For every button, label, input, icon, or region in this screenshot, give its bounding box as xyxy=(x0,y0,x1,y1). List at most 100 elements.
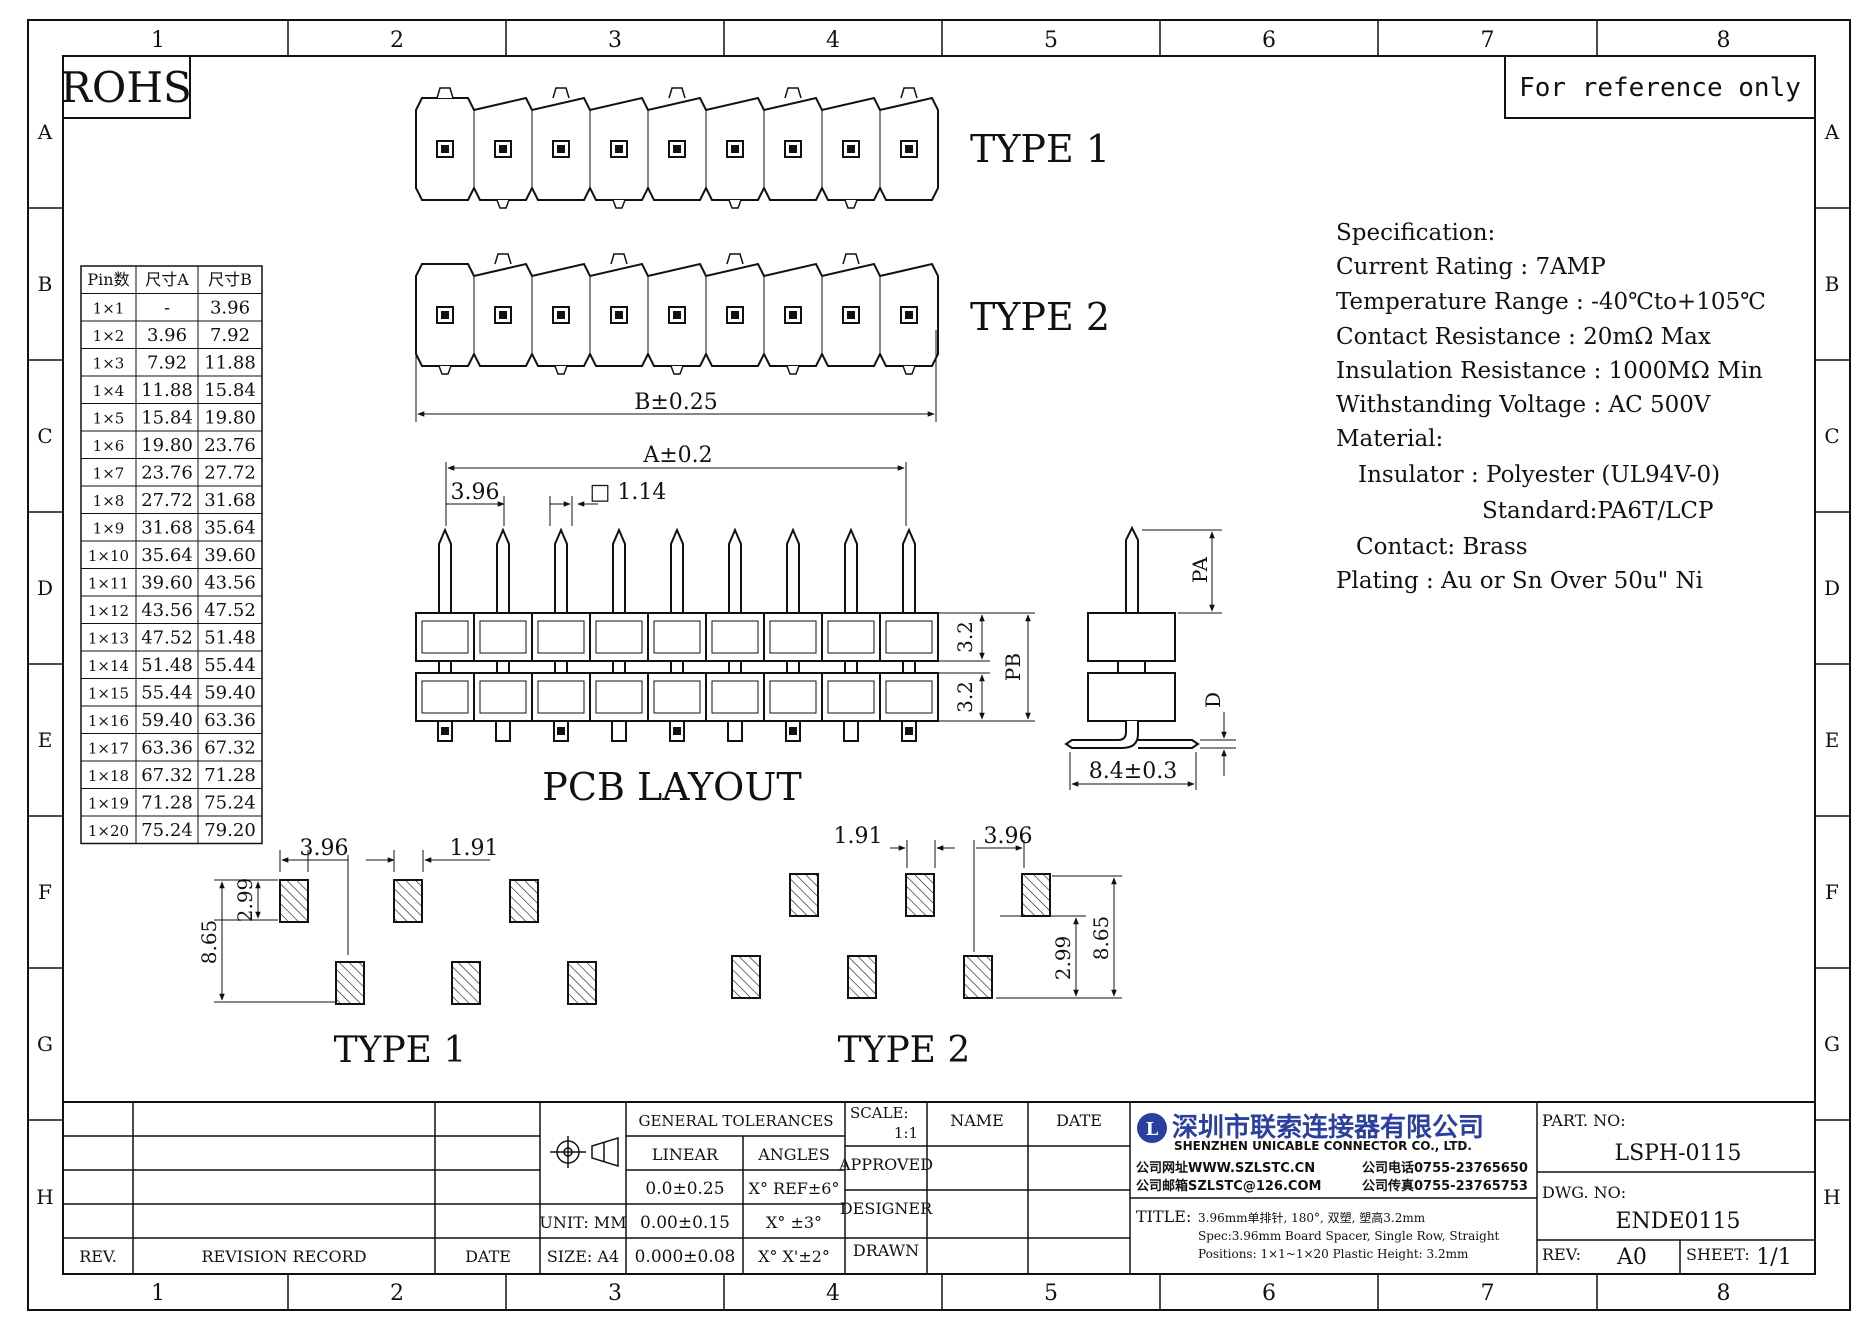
pin-table-cell: 67.32 xyxy=(204,738,256,759)
upper-spacer-inner xyxy=(537,620,585,654)
dim-h2-label: 3.2 xyxy=(953,681,977,713)
upper-spacer xyxy=(763,612,823,662)
tb-rev: REV. xyxy=(79,1247,117,1266)
pin-table-cell: 51.48 xyxy=(204,628,256,649)
frame-col-label: 6 xyxy=(1262,1281,1276,1306)
pin-tail xyxy=(843,720,859,742)
footprint-pad xyxy=(451,961,481,1005)
tb-part-no: LSPH-0115 xyxy=(1614,1141,1741,1166)
tb-rev-value: A0 xyxy=(1616,1245,1647,1270)
pin-table-cell: 1×17 xyxy=(88,740,129,758)
frame-col-label: 3 xyxy=(608,28,622,53)
fp1-pitch-label: 3.96 xyxy=(300,836,349,861)
pin-square-core xyxy=(673,145,681,153)
pin-square xyxy=(436,306,454,324)
frame-col-label: 8 xyxy=(1717,28,1731,53)
lower-spacer-inner xyxy=(769,680,817,714)
pin-square xyxy=(842,140,860,158)
frame-row-label: B xyxy=(38,272,53,296)
frame-col-label: 2 xyxy=(390,1281,404,1306)
latch-tab xyxy=(496,199,510,209)
footprint-pad xyxy=(335,961,365,1005)
footprint-pad xyxy=(393,879,423,923)
pin-table-header: 尺寸A xyxy=(145,270,189,289)
tb-date: DATE xyxy=(465,1247,511,1266)
upper-spacer-inner xyxy=(653,620,701,654)
tb-revision-record: REVISION RECORD xyxy=(201,1247,366,1266)
reference-note-box: For reference only xyxy=(1504,55,1816,119)
fp1-span-label: 8.65 xyxy=(197,920,221,965)
frame-col-label: 7 xyxy=(1481,28,1495,53)
frame-row-label: F xyxy=(1825,880,1839,904)
pin-table-cell: 1×10 xyxy=(88,547,129,565)
spec-line: Current Rating : 7AMP xyxy=(1336,254,1606,280)
lower-spacer-inner xyxy=(421,680,469,714)
fp1-offset-label: 2.99 xyxy=(233,878,257,923)
pin-table-cell: 3.96 xyxy=(147,325,187,346)
pin-table-cell: 55.44 xyxy=(204,655,256,676)
pin-table-cell: 1×12 xyxy=(88,602,129,620)
pin-table-cell: 1×19 xyxy=(88,795,129,813)
pin-table-cell: 15.84 xyxy=(204,380,256,401)
tb-unit: UNIT: MM xyxy=(539,1213,626,1232)
latch-tab xyxy=(668,87,686,99)
pin-body xyxy=(612,527,626,613)
upper-spacer-inner xyxy=(711,620,759,654)
pin-table-cell: 1×3 xyxy=(93,355,125,373)
frame-row-label: H xyxy=(36,1185,53,1209)
lower-spacer xyxy=(589,672,649,722)
tb-company-cn: 深圳市联索连接器有限公司 xyxy=(1172,1112,1484,1143)
pin-square-core xyxy=(499,145,507,153)
pin-table-cell: 23.76 xyxy=(204,435,256,456)
pin-square xyxy=(552,306,570,324)
pin-table-cell: 63.36 xyxy=(141,738,193,759)
latch-tab xyxy=(726,253,744,265)
tb-date2: DATE xyxy=(1056,1111,1102,1130)
label-type2: TYPE 2 xyxy=(970,295,1110,339)
tb-drawn: DRAWN xyxy=(853,1241,919,1260)
frame-col-label: 5 xyxy=(1044,1281,1058,1306)
pin-square-core xyxy=(789,311,797,319)
pin-square-core xyxy=(441,311,449,319)
tb-title-line2: Spec:3.96mm Board Spacer, Single Row, St… xyxy=(1198,1229,1500,1243)
label-pcb-layout: PCB LAYOUT xyxy=(542,765,801,809)
frame-row-label: C xyxy=(1824,424,1839,448)
upper-spacer-inner xyxy=(827,620,875,654)
pin-square-core xyxy=(847,311,855,319)
pin-table-cell: 15.84 xyxy=(141,408,193,429)
pin-table-cell: 71.28 xyxy=(204,765,256,786)
drawing-frame xyxy=(27,19,1851,1311)
lower-spacer-inner xyxy=(711,680,759,714)
pin-square-core xyxy=(731,311,739,319)
frame-col-label: 3 xyxy=(608,1281,622,1306)
frame-row-label: B xyxy=(1825,272,1840,296)
pin-square xyxy=(842,306,860,324)
pin-square-core xyxy=(905,311,913,319)
pin-tail xyxy=(611,720,627,742)
upper-spacer-inner xyxy=(421,620,469,654)
pin-table-cell: 31.68 xyxy=(141,518,193,539)
lower-spacer xyxy=(647,672,707,722)
pin-square xyxy=(668,140,686,158)
spec-line: Contact: Brass xyxy=(1356,534,1528,560)
pin-table-cell: 27.72 xyxy=(204,463,256,484)
frame-row-label: H xyxy=(1823,1185,1840,1209)
tb-rev-label: REV: xyxy=(1542,1245,1581,1264)
pin-table-cell: 23.76 xyxy=(141,463,193,484)
tb-fax: 公司传真0755-23765753 xyxy=(1362,1178,1528,1194)
upper-spacer xyxy=(589,612,649,662)
label-fp-type1: TYPE 1 xyxy=(334,1030,467,1071)
pin-table-cell: 39.60 xyxy=(141,573,193,594)
latch-tab xyxy=(902,365,916,375)
spec-line: Standard:PA6T/LCP xyxy=(1482,498,1713,524)
tb-dwg-no: ENDE0115 xyxy=(1616,1209,1741,1234)
footprint-pad xyxy=(963,955,993,999)
pin-body xyxy=(438,527,452,613)
pin-square-core xyxy=(441,145,449,153)
pin-table-cell: 59.40 xyxy=(141,710,193,731)
lower-spacer-inner xyxy=(595,680,643,714)
pin-table-cell: 1×18 xyxy=(88,767,129,785)
pin-table-cell: 7.92 xyxy=(147,353,187,374)
pin-tail-mark xyxy=(789,727,797,735)
fp2-span-label: 8.65 xyxy=(1089,916,1113,961)
